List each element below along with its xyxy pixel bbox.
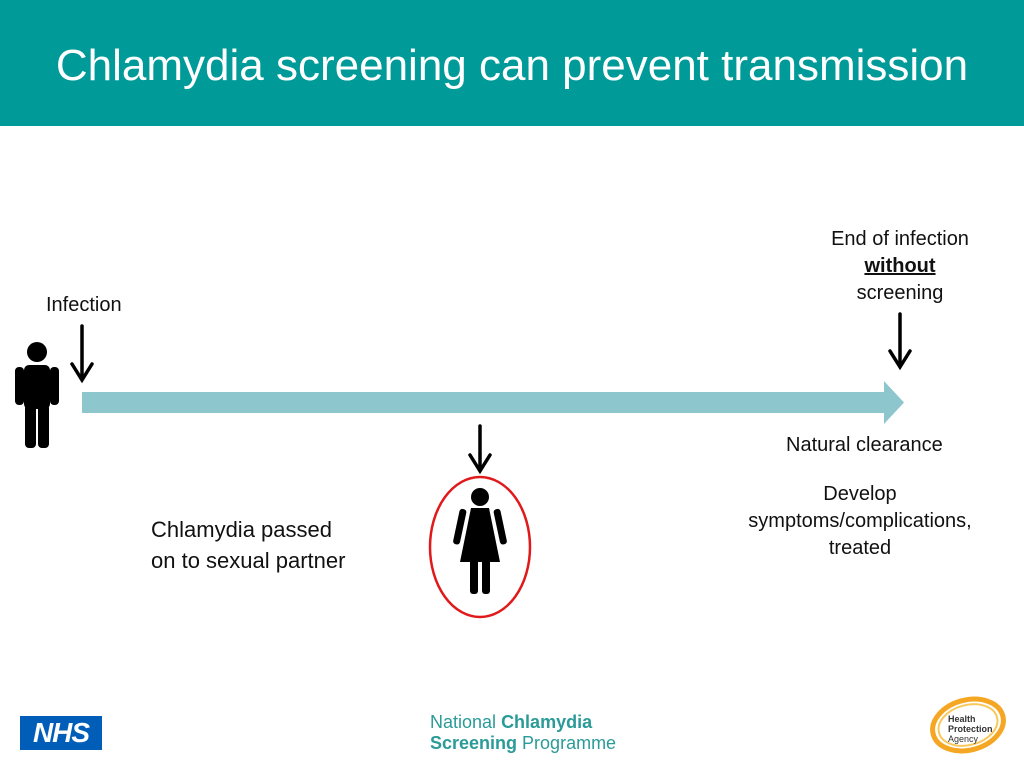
woman-icon (453, 488, 507, 594)
ncsp-screening: Screening (430, 733, 518, 753)
end-label-line1: End of infection (831, 228, 969, 250)
hpa-agency: Agency (948, 734, 979, 744)
hpa-health: Health (948, 714, 976, 724)
develop-line2: symptoms/complications, (748, 510, 972, 532)
develop-line1: Develop (823, 483, 897, 505)
hpa-protection: Protection (948, 724, 993, 734)
timeline-arrow (82, 381, 904, 424)
man-icon (15, 342, 59, 448)
end-infection-arrow-icon (888, 312, 912, 371)
ncsp-chlamydia: Chlamydia (501, 712, 593, 732)
nhs-logo: NHS (20, 716, 102, 750)
end-label-emphasis: without (864, 255, 936, 277)
partner-arrow-icon (468, 424, 492, 475)
hpa-logo-swirl-icon (930, 696, 1006, 754)
passed-line2: on to sexual partner (151, 548, 346, 573)
end-label-line3: screening (856, 282, 944, 304)
develop-line3: treated (828, 537, 892, 559)
infection-arrow-icon (70, 324, 94, 384)
end-of-infection-label: End of infection without screening (800, 226, 1000, 307)
develop-symptoms-label: Develop symptoms/complications, treated (720, 481, 1000, 562)
ncsp-programme: Programme (522, 733, 617, 753)
title-bar: Chlamydia screening can prevent transmis… (0, 0, 1024, 126)
red-circle-highlight (428, 475, 532, 619)
ncsp-national: National (430, 712, 497, 732)
slide-title: Chlamydia screening can prevent transmis… (55, 41, 969, 90)
passed-line1: Chlamydia passed (151, 517, 332, 542)
passed-to-partner-label: Chlamydia passed on to sexual partner (151, 514, 345, 576)
ncsp-logo: National Chlamydia Screening Programme (430, 712, 616, 754)
hpa-logo: Health Protection Agency (948, 714, 1008, 744)
infection-label: Infection (46, 294, 122, 316)
natural-clearance-label: Natural clearance (786, 434, 943, 456)
